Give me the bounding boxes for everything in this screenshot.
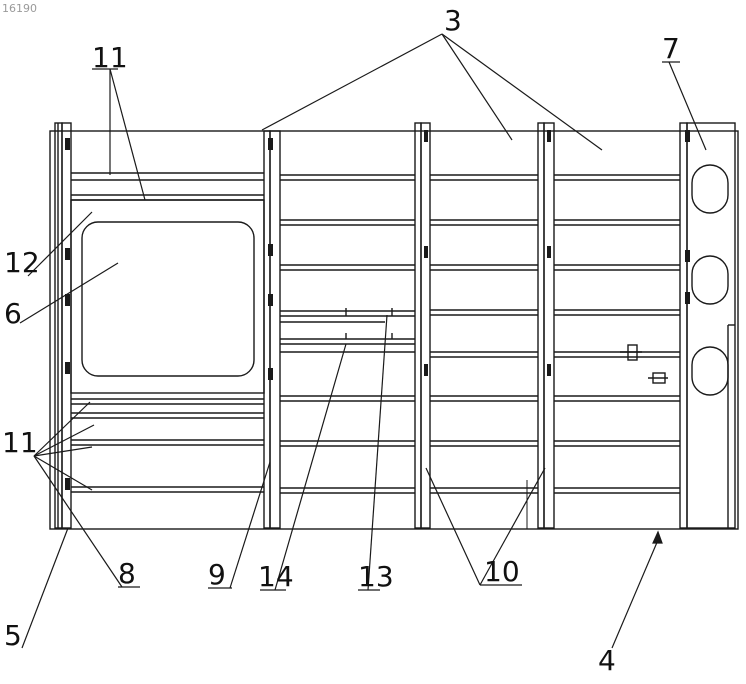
callout-labels: 3 7 11 12 6 11 8 5 9 14 13 10 4 bbox=[2, 4, 680, 677]
callout-14: 14 bbox=[258, 560, 294, 593]
callout-5: 5 bbox=[4, 619, 22, 652]
window-panel bbox=[71, 200, 264, 393]
right-end-opening-1 bbox=[692, 165, 728, 213]
column-10-left bbox=[415, 123, 421, 528]
column-9 bbox=[264, 131, 270, 528]
callout-11-bottom: 11 bbox=[2, 426, 38, 459]
callout-8: 8 bbox=[118, 557, 136, 590]
left-bay-crossmembers bbox=[71, 173, 264, 492]
window-opening bbox=[82, 222, 254, 376]
outer-frame bbox=[50, 131, 738, 529]
callout-12: 12 bbox=[4, 246, 40, 279]
column-10-right bbox=[538, 123, 544, 528]
left-end-column-flange bbox=[62, 123, 71, 528]
right-end-opening-3 bbox=[692, 347, 728, 395]
bay-2-crossmembers bbox=[280, 175, 415, 493]
callout-10: 10 bbox=[484, 555, 520, 588]
frame-linework bbox=[50, 123, 738, 529]
callout-4: 4 bbox=[598, 644, 616, 677]
callout-6: 6 bbox=[4, 297, 22, 330]
bay-3-crossmembers bbox=[430, 175, 538, 493]
callout-11-top: 11 bbox=[92, 41, 128, 74]
leader-lines bbox=[20, 34, 706, 648]
right-end-column bbox=[680, 123, 687, 528]
right-end-opening-2 bbox=[692, 256, 728, 304]
bay-4-crossmembers bbox=[554, 175, 680, 493]
document-number: 16190 bbox=[2, 2, 37, 15]
callout-13: 13 bbox=[358, 560, 394, 593]
middle-subassembly bbox=[280, 308, 415, 352]
callout-9: 9 bbox=[208, 558, 226, 591]
callout-7: 7 bbox=[662, 32, 680, 65]
callout-3: 3 bbox=[444, 4, 462, 37]
